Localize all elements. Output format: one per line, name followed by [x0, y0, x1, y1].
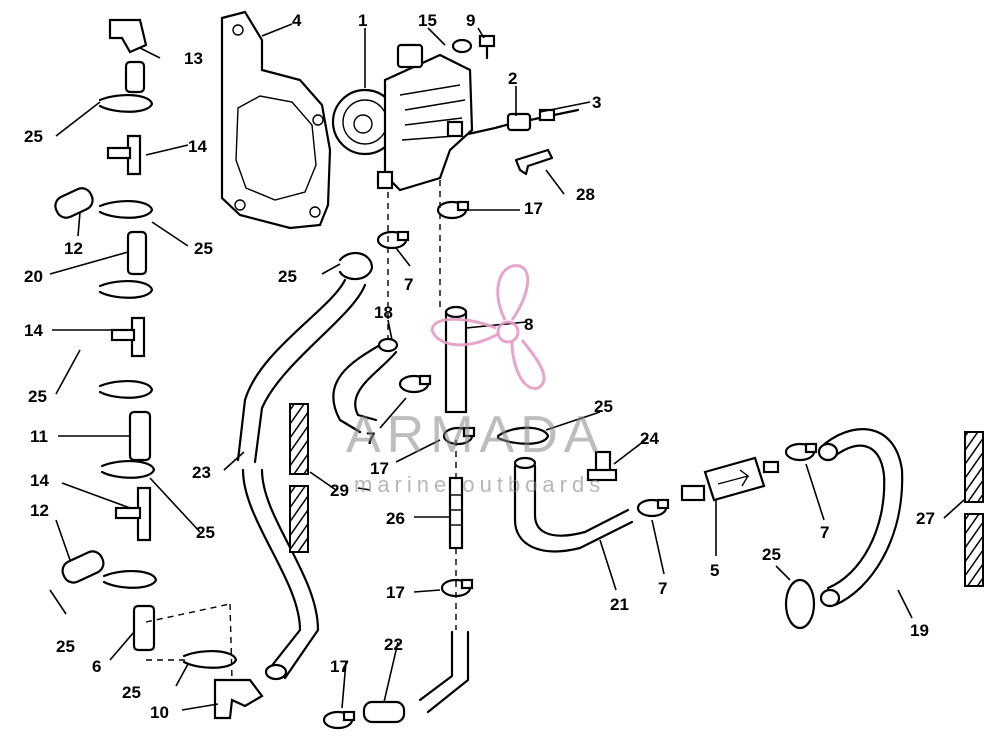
gasket	[451, 38, 473, 54]
callout-3: 3	[592, 93, 601, 112]
callout-28: 28	[576, 185, 595, 204]
connector	[466, 108, 580, 136]
hose-8	[444, 305, 468, 414]
clamp-25-h	[338, 251, 374, 281]
callout-17-a: 17	[524, 199, 543, 218]
tee-14-top	[106, 134, 142, 176]
callout-15: 15	[418, 11, 437, 30]
callout-25-b: 25	[194, 239, 213, 258]
tube-12-top	[54, 187, 94, 219]
callout-6: 6	[92, 657, 101, 676]
clamp-7-a	[376, 230, 410, 250]
callout-14-b: 14	[24, 321, 43, 340]
callout-12-a: 12	[64, 239, 83, 258]
callout-29: 29	[330, 481, 349, 500]
callout-14-a: 14	[188, 137, 207, 156]
connector-13	[124, 60, 146, 94]
callout-1: 1	[358, 11, 367, 30]
hose-18	[332, 337, 399, 434]
callout-27: 27	[916, 509, 935, 528]
tube-20	[126, 230, 148, 276]
hose-22	[362, 630, 470, 724]
callout-23: 23	[192, 463, 211, 482]
elbow-13	[108, 18, 148, 54]
callout-25-a: 25	[24, 127, 43, 146]
clamp-7-d	[784, 442, 818, 462]
callout-20: 20	[24, 267, 43, 286]
callout-25-h: 25	[594, 397, 613, 416]
callout-7-a: 7	[404, 275, 413, 294]
callout-24: 24	[640, 429, 659, 448]
tee-14-middle	[110, 316, 146, 358]
callout-12-b: 12	[30, 501, 49, 520]
clamp-25-a	[98, 94, 154, 113]
clamp-25-b	[98, 200, 154, 219]
callout-7-b: 7	[366, 429, 375, 448]
clamp-25-d	[98, 380, 154, 399]
callout-25-d: 25	[196, 523, 215, 542]
fitting	[448, 476, 464, 550]
clamp-17-d	[322, 710, 356, 730]
callout-26: 26	[386, 509, 405, 528]
clamp-25-i	[496, 426, 550, 445]
callout-2: 2	[508, 69, 517, 88]
clamp-7-b	[398, 374, 432, 394]
clamp-17-b	[442, 426, 476, 446]
callout-19: 19	[910, 621, 929, 640]
tube-11	[128, 410, 152, 462]
watermark-brand: ARMADA	[346, 406, 604, 464]
sleeve-29	[289, 403, 309, 553]
tube-6	[132, 604, 156, 652]
tube-12-bottom	[61, 550, 105, 584]
callout-14-c: 14	[30, 471, 49, 490]
callout-17-d: 17	[330, 657, 349, 676]
assembly-lines	[145, 180, 457, 681]
callout-25-f: 25	[122, 683, 141, 702]
fitting-24	[586, 450, 618, 482]
callout-13: 13	[184, 49, 203, 68]
callout-9: 9	[466, 11, 475, 30]
callout-labels: 1 2 3 4 5 6 7 7 7 7 7 8 9 10 11 12 12 13…	[24, 11, 935, 722]
clamp-25-j	[784, 578, 816, 630]
callout-4: 4	[292, 11, 302, 30]
clamp-25-c	[98, 280, 154, 299]
hose-21	[513, 456, 634, 553]
watermark-logo-icon	[430, 264, 546, 390]
leader-lines	[49, 23, 965, 711]
callout-11: 11	[30, 427, 48, 446]
callout-17-b: 17	[370, 459, 389, 478]
fuel-filter	[680, 456, 780, 502]
clamp-25-e	[100, 460, 156, 479]
callout-17-c: 17	[386, 583, 405, 602]
callout-22: 22	[384, 635, 403, 654]
clamp-25-f	[102, 570, 158, 589]
clamp-17-a	[436, 200, 470, 220]
tee-14-bottom	[114, 486, 152, 542]
spring-clip	[514, 148, 554, 176]
watermark: ARMADA marine outboards	[346, 264, 605, 497]
callout-25-g: 25	[278, 267, 297, 286]
clamp-7-c	[636, 498, 670, 518]
callout-21: 21	[610, 595, 629, 614]
callout-7-d: 7	[820, 523, 829, 542]
callout-5: 5	[710, 561, 719, 580]
hose-19	[817, 428, 904, 608]
callout-10: 10	[150, 703, 169, 722]
callout-25-i: 25	[762, 545, 781, 564]
clamp-25-g	[182, 650, 238, 669]
sleeve-27	[964, 431, 984, 587]
elbow-10	[213, 678, 264, 720]
clamp-17-c	[440, 578, 474, 598]
hose-23	[236, 278, 367, 681]
callout-25-e: 25	[56, 637, 75, 656]
screw	[478, 34, 496, 60]
fuel-pump	[331, 43, 474, 192]
watermark-tagline: marine outboards	[354, 472, 605, 497]
callout-25-c: 25	[28, 387, 47, 406]
callout-8: 8	[524, 315, 533, 334]
mounting-bracket	[220, 10, 332, 230]
callout-18: 18	[374, 303, 393, 322]
callout-7-c: 7	[658, 579, 667, 598]
